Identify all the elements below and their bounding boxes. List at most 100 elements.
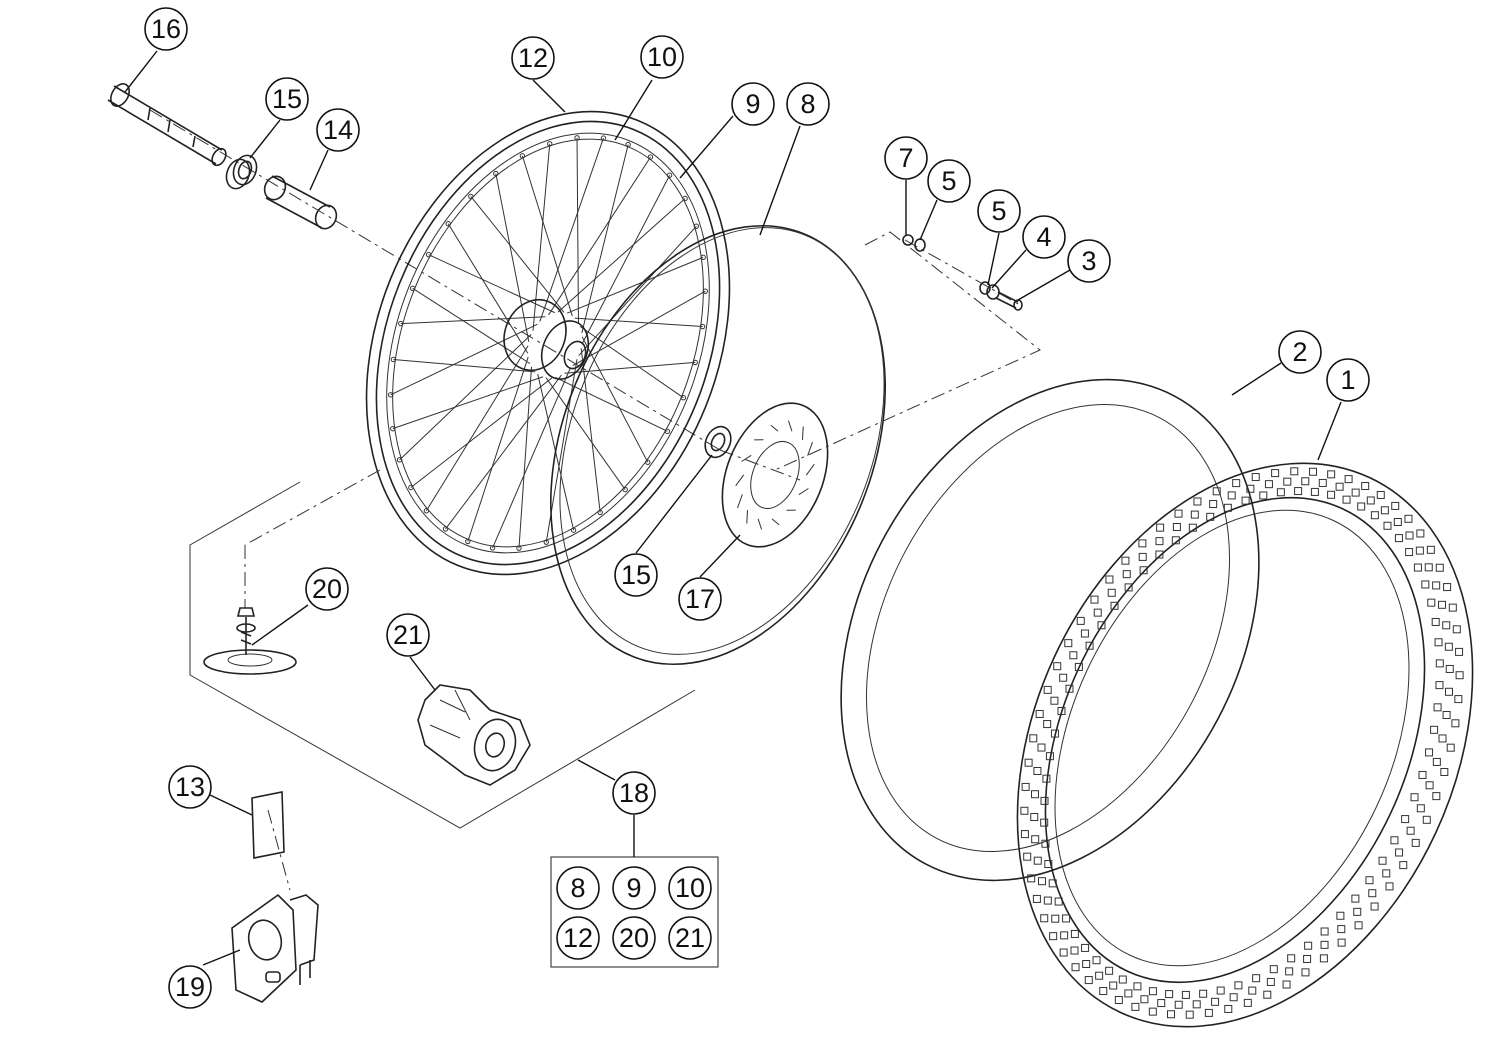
disc-slot [746,510,749,524]
tread-block [1301,477,1310,486]
spoke-nipple [423,508,430,514]
callout-13-label: 13 [175,772,205,802]
tread-block [1426,545,1435,554]
callout-14-label: 14 [323,115,353,145]
tread-block [1110,601,1119,610]
spoke-line [539,137,604,322]
kit-item-21: 21 [668,916,712,960]
pump-device [231,893,319,1003]
tread-block [1354,921,1363,930]
tread-block [1020,806,1029,815]
tread-block [1327,470,1336,479]
tread-block [1425,781,1434,790]
tread-block [1344,475,1353,484]
tread-block [1057,707,1066,716]
tread-block [1114,995,1123,1004]
callout-7-label: 7 [898,143,913,173]
tread-block [1248,986,1257,995]
callout-13: 13 [168,765,212,809]
callout-2-label: 2 [1292,337,1307,367]
tread-block [1366,496,1375,505]
disc-slot [735,474,745,487]
tread-block [1051,914,1060,923]
callout-21-label: 21 [393,620,423,650]
tread-block [1440,768,1449,777]
tread-block [1021,782,1030,791]
tread-block [1432,757,1441,766]
tread-block [1050,729,1059,738]
tread-block [1023,852,1032,861]
callout-12: 12 [511,36,555,80]
tread-block [1304,941,1313,950]
disc-slot [737,494,743,509]
tread-block [1243,998,1252,1007]
spoke-nipple [645,459,651,465]
tread-block [1099,987,1108,996]
tread-block [1140,995,1149,1004]
spoke-nipple [597,509,603,516]
disc-slot [801,426,804,440]
tread-block [1446,743,1455,752]
tread-block [1327,490,1336,499]
tread-block [1276,488,1285,497]
valve [203,607,297,675]
tread-block [1093,608,1102,617]
callout-12-label: 12 [518,43,548,73]
spoke-line [572,290,706,367]
tread-block [1264,480,1273,489]
tread-block [1033,856,1042,865]
tread-block [1029,734,1038,743]
callout-3: 3 [1067,239,1111,283]
tread-block [1040,796,1049,805]
tread-block [1401,815,1410,824]
tread-block [1122,570,1131,579]
tread-block [1320,927,1329,936]
tread-block [1424,563,1433,572]
callout-10: 10 [640,35,684,79]
tread-block [1416,529,1425,538]
tread-block [1452,625,1461,634]
callout-15a: 15 [265,77,309,121]
tread-block [1263,990,1272,999]
tread-block [1395,848,1404,857]
disc-slot [770,424,779,432]
tread-block [1045,752,1054,761]
spoke-line [410,377,553,488]
disc-slot [798,488,809,496]
tread-block [1234,981,1243,990]
tread-block [1209,500,1218,509]
tread-block [1271,469,1280,478]
tread-block [1435,563,1444,572]
tread-block [1092,956,1101,965]
tread-block [1181,990,1190,999]
tread-block [1059,673,1068,682]
tread-block [1165,990,1174,999]
spoke-nipple [489,545,496,551]
tread-block [1082,960,1091,969]
kit-item-8: 8 [556,866,600,910]
tread-block [1107,588,1116,597]
spoke-line [492,368,571,549]
tread-block [1071,963,1080,972]
spoke-nipple [409,285,416,292]
tread-block [1435,681,1444,690]
rim-band [550,224,886,666]
spacer-tube [263,175,338,230]
kit-item-10: 10 [668,866,712,910]
tread-block [1041,839,1050,848]
callout-10-label: 10 [647,42,677,72]
spoke-line [392,376,544,430]
tread-block [1138,539,1147,548]
tread-block [1442,621,1451,630]
callout-2: 2 [1278,330,1322,374]
tread-block [1282,980,1291,989]
tread-block [1285,967,1294,976]
tread-block [1309,467,1318,476]
tread-block [1157,999,1166,1008]
tread-block [1246,484,1255,493]
tread-block [1192,1000,1201,1009]
spoke-nipple [600,135,607,141]
tread-block [1105,966,1114,975]
tread-block [1076,616,1085,625]
